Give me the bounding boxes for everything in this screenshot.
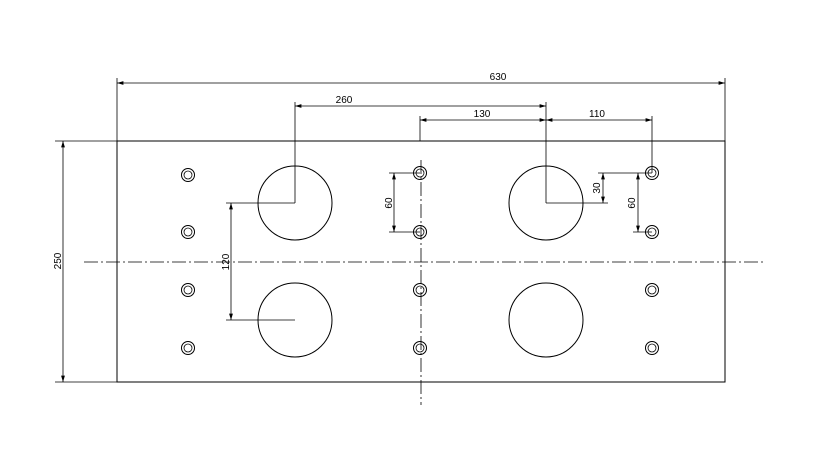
dimension-label: 30 xyxy=(592,182,603,194)
dimension-small-hole-vertical-spacing: 60 xyxy=(384,172,420,233)
small-hole xyxy=(645,341,659,355)
dimension-large-hole-vertical-spacing: 120 xyxy=(221,202,295,321)
dimension-label: 60 xyxy=(627,197,638,209)
dimension-label: 120 xyxy=(221,253,232,270)
small-hole xyxy=(181,225,195,239)
dimension-label: 630 xyxy=(490,72,507,83)
small-hole-group-left xyxy=(181,168,195,355)
dimension-label: 110 xyxy=(589,109,605,120)
dimension-center-offset: 130 xyxy=(419,109,546,141)
dimension-plate-height: 250 xyxy=(53,140,117,383)
small-hole xyxy=(413,283,427,297)
small-hole xyxy=(181,168,195,182)
small-hole xyxy=(181,283,195,297)
small-hole xyxy=(413,341,427,355)
dimension-small-hole-offset: 110 xyxy=(546,109,653,173)
dimension-label: 130 xyxy=(474,109,491,120)
dimension-large-hole-spacing: 260 xyxy=(294,95,547,203)
dimension-overall-width: 630 xyxy=(116,72,726,141)
small-hole-group-right xyxy=(645,166,659,355)
large-hole-bottom-right xyxy=(508,282,584,358)
dimension-label: 260 xyxy=(336,95,353,106)
dimension-label: 250 xyxy=(53,252,64,269)
dimension-right-small-hole-vertical-spacing: 60 xyxy=(627,173,652,233)
small-hole-group-center xyxy=(413,166,427,355)
small-hole xyxy=(645,283,659,297)
dimension-small-hole-vertical-offset: 30 xyxy=(546,172,652,204)
dimension-label: 60 xyxy=(384,197,395,209)
small-hole xyxy=(181,341,195,355)
